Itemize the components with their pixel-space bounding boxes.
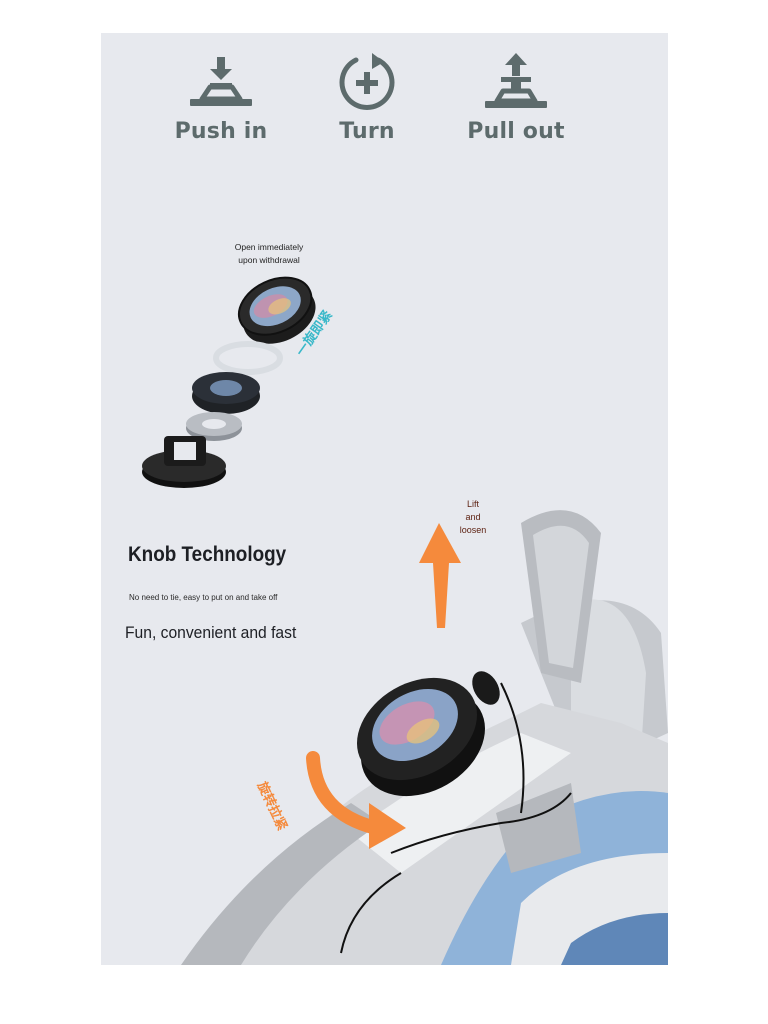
lift-line: Lift [466,499,479,509]
step-pull-out: Pull out [446,53,586,144]
feature-title: Knob Technology [128,543,287,566]
exploded-callout: Open immediately upon withdrawal [229,241,309,267]
shoe-illustration [181,510,668,965]
step-push-in: Push in [151,53,291,144]
step-turn: Turn [297,53,437,144]
lift-arrow [419,523,461,628]
step-label: Push in [174,119,268,144]
pull-out-icon [485,53,547,108]
feature-subtitle: No need to tie, easy to put on and take … [129,593,278,602]
callout-line: upon withdrawal [238,255,300,265]
push-in-icon [190,57,252,106]
step-label: Turn [339,119,395,144]
product-panel: Push in Turn Pull out Open immed [101,33,668,965]
callout-line: Open immediately [234,242,304,252]
exploded-knob-illustration [142,276,316,488]
lift-line: loosen [459,525,487,535]
lift-line: and [465,512,481,522]
turn-plus-icon [339,53,395,110]
step-label: Pull out [467,119,565,144]
lift-loosen-label: Lift and loosen [453,498,493,537]
rotate-arrow [306,751,383,835]
feature-tagline: Fun, convenient and fast [125,623,297,642]
